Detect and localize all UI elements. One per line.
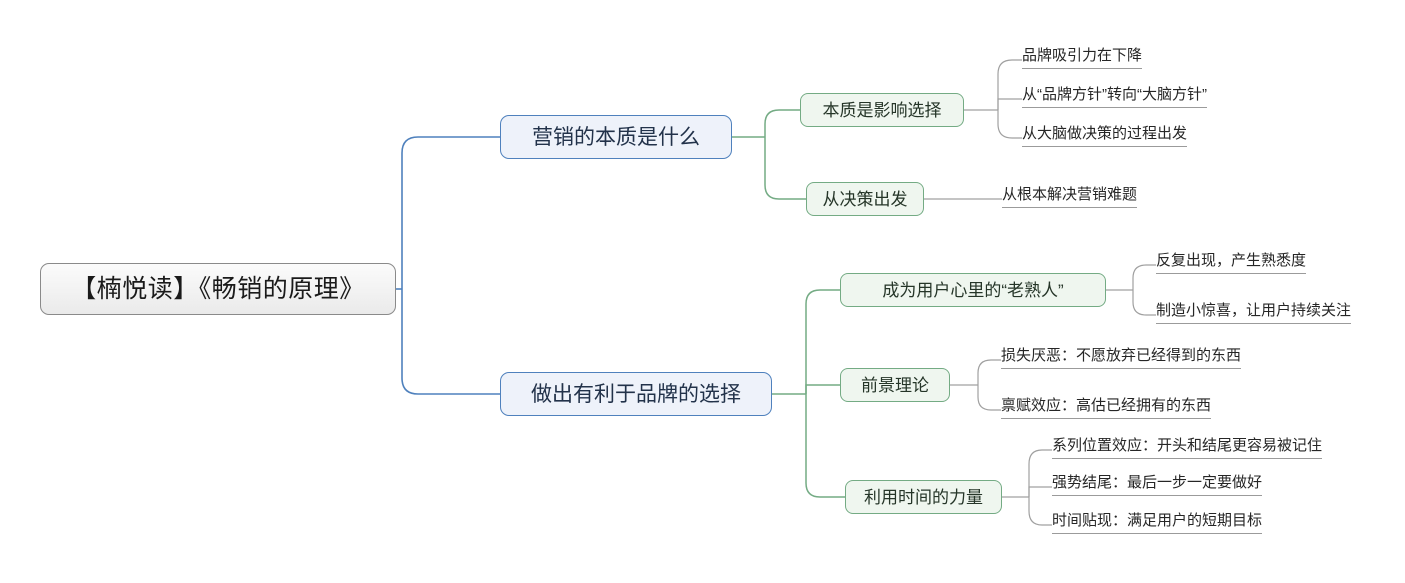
leaf-item[interactable]: 系列位置效应：开头和结尾更容易被记住 [1052,438,1323,459]
subnode-label: 从决策出发 [822,189,908,209]
leaf-item[interactable]: 制造小惊喜，让用户持续关注 [1156,303,1352,324]
subnode-influence-choice[interactable]: 本质是影响选择 [800,93,964,127]
subnode-label: 前景理论 [861,375,929,395]
leaf-item[interactable]: 强势结尾：最后一步一定要做好 [1052,475,1263,496]
leaf-item[interactable]: 从根本解决营销难题 [1002,187,1138,208]
leaf-item[interactable]: 品牌吸引力在下降 [1022,48,1143,69]
root-node-label: 【楠悦读】《畅销的原理》 [71,274,365,303]
branch-node-brand-choice[interactable]: 做出有利于品牌的选择 [500,372,772,416]
root-node[interactable]: 【楠悦读】《畅销的原理》 [40,263,396,315]
subnode-label: 本质是影响选择 [822,100,942,120]
subnode-power-of-time[interactable]: 利用时间的力量 [845,480,1002,514]
branch-node-label: 做出有利于品牌的选择 [531,382,741,406]
leaf-item[interactable]: 从“品牌方针”转向“大脑方针” [1022,87,1207,108]
subnode-familiar-friend[interactable]: 成为用户心里的“老熟人” [840,273,1106,307]
leaf-item[interactable]: 禀赋效应：高估已经拥有的东西 [1001,398,1212,419]
leaf-item[interactable]: 从大脑做决策的过程出发 [1022,126,1188,147]
leaf-item[interactable]: 损失厌恶：不愿放弃已经得到的东西 [1001,348,1242,369]
branch-node-marketing-essence[interactable]: 营销的本质是什么 [500,115,732,159]
subnode-label: 成为用户心里的“老熟人” [882,280,1064,300]
subnode-start-from-decision[interactable]: 从决策出发 [806,182,924,216]
branch-node-label: 营销的本质是什么 [532,125,700,149]
subnode-label: 利用时间的力量 [864,487,983,507]
leaf-item[interactable]: 反复出现，产生熟悉度 [1156,253,1307,274]
subnode-prospect-theory[interactable]: 前景理论 [840,368,950,402]
leaf-item[interactable]: 时间贴现：满足用户的短期目标 [1052,513,1263,534]
